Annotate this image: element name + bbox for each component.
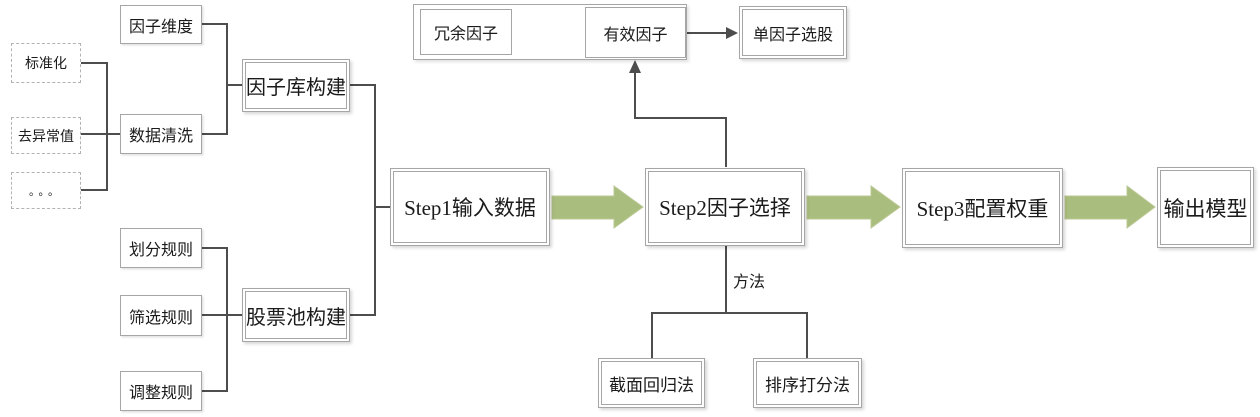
node-cross-section-regression: 截面回归法	[598, 358, 705, 408]
node-single-factor-selection-label: 单因子选股	[752, 26, 833, 44]
node-filter-rule-label: 筛选规则	[128, 309, 193, 327]
node-stock-pool-label: 股票池构建	[246, 306, 346, 329]
arrowhead-up-icon	[629, 60, 641, 73]
node-standardize: 标准化	[11, 43, 81, 83]
connector-to-step1	[350, 84, 391, 316]
node-data-cleaning-label: 数据清洗	[128, 128, 193, 145]
node-filter-rule: 筛选规则	[120, 295, 202, 336]
flow-arrow-step1-step2	[551, 185, 644, 229]
node-step3: Step3配置权重	[902, 168, 1063, 248]
node-effective-factor: 有效因子	[585, 7, 686, 58]
node-rank-scoring: 排序打分法	[753, 358, 862, 408]
node-step3-label: Step3配置权重	[916, 197, 1049, 221]
node-factor-library: 因子库构建	[242, 59, 350, 112]
node-effective-factor-label: 有效因子	[603, 26, 668, 44]
node-partition-rule-label: 划分规则	[128, 242, 193, 259]
node-step1-label: Step1输入数据	[404, 196, 536, 220]
node-redundant-factor: 冗余因子	[420, 9, 512, 55]
connector-factor-trunk	[202, 23, 243, 135]
connector-step2-up	[634, 72, 727, 167]
flow-arrow-step2-step3	[806, 185, 901, 229]
connector-step2-down	[651, 246, 808, 358]
node-step2-label: Step2因子选择	[659, 196, 791, 220]
node-adjust-rule-label: 调整规则	[128, 385, 193, 402]
node-output-model: 输出模型	[1157, 167, 1254, 248]
node-remove-outliers-label: 去异常值	[18, 129, 74, 145]
node-step1: Step1输入数据	[390, 168, 550, 246]
node-cross-section-regression-label: 截面回归法	[609, 375, 694, 395]
node-partition-rule: 划分规则	[120, 228, 202, 268]
factor-result-frame: 冗余因子 有效因子	[413, 4, 687, 60]
node-adjust-rule: 调整规则	[120, 371, 202, 411]
node-factor-dimension: 因子维度	[120, 5, 202, 44]
node-single-factor-selection: 单因子选股	[739, 6, 847, 59]
node-step2: Step2因子选择	[645, 168, 805, 246]
node-data-cleaning: 数据清洗	[120, 114, 202, 154]
arrowhead-right-icon	[726, 27, 738, 39]
flow-arrow-step3-output	[1064, 185, 1156, 229]
node-output-model-label: 输出模型	[1163, 196, 1248, 221]
connector-rules-trunk	[202, 247, 243, 392]
node-factor-dimension-label: 因子维度	[128, 18, 193, 36]
node-standardize-label: 标准化	[25, 57, 67, 72]
connector-inputs-trunk	[81, 62, 121, 191]
node-ellipsis-label: 。。。	[29, 185, 63, 198]
node-factor-library-label: 因子库构建	[246, 77, 346, 99]
node-redundant-factor-label: 冗余因子	[433, 26, 498, 43]
node-rank-scoring-label: 排序打分法	[765, 375, 850, 395]
node-ellipsis: 。。。	[11, 172, 81, 209]
node-remove-outliers: 去异常值	[11, 117, 81, 154]
method-branch-label: 方法	[733, 274, 766, 291]
node-stock-pool: 股票池构建	[242, 288, 350, 342]
